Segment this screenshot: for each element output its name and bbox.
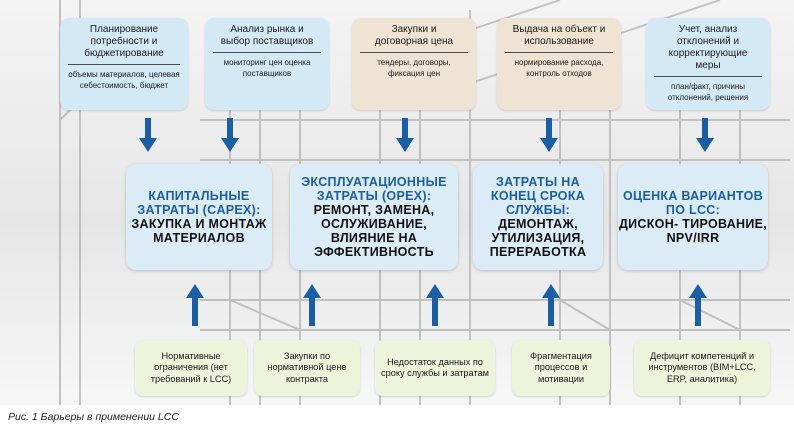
down-arrow-icon — [696, 118, 714, 152]
cost-box-capex: КАПИТАЛЬНЫЕ ЗАТРАТЫ (CAPEX): ЗАКУПКА И М… — [126, 164, 272, 270]
cost-heading: КАПИТАЛЬНЫЕ ЗАТРАТЫ (CAPEX): — [137, 189, 261, 217]
cost-heading: ЭКСПЛУАТАЦИОННЫЕ ЗАТРАТЫ (OPEX): — [301, 175, 447, 203]
up-arrow-icon — [689, 284, 707, 326]
cost-body: ДИСКОН- ТИРОВАНИЕ, NPV/IRR — [618, 217, 768, 245]
down-arrow-icon — [221, 118, 239, 152]
cost-heading: ОЦЕНКА ВАРИАНТОВ ПО LCC: — [622, 189, 764, 217]
up-arrow-icon — [426, 284, 444, 326]
down-arrow-icon — [139, 118, 157, 152]
cost-body: ЗАКУПКА И МОНТАЖ МАТЕРИАЛОВ — [131, 217, 267, 245]
cost-body: ДЕМОНТАЖ, УТИЛИЗАЦИЯ, ПЕРЕРАБОТКА — [489, 217, 587, 259]
down-arrow-icon — [396, 118, 414, 152]
up-arrow-icon — [542, 284, 560, 326]
process-details: план/факт, причины отклонений, решения — [667, 82, 749, 102]
barrier-box: Закупки по нормативной цене контракта — [254, 340, 360, 396]
process-box-accounting: Учет, анализ отклонений и корректирующие… — [646, 18, 770, 110]
process-box-procurement: Закупки и договорная цена тендеры, догов… — [352, 18, 476, 110]
process-title: Анализ рынка и выбор поставщиков — [213, 18, 321, 53]
cost-heading: ЗАТРАТЫ НА КОНЕЦ СРОКА СЛУЖБЫ: — [490, 175, 586, 217]
figure-caption: Рис. 1 Барьеры в применении LCC — [8, 411, 179, 423]
process-details: объемы материалов, целевая себестоимость… — [68, 70, 180, 90]
process-details: нормирование расхода, контроль отходов — [514, 58, 604, 78]
barrier-box: Дефицит компетенций и инструментов (BIM+… — [634, 340, 770, 396]
process-title: Выдача на объект и использование — [505, 18, 613, 53]
barrier-box: Фрагментация процессов и мотивации — [512, 340, 610, 396]
barrier-box: Нормативные ограничения (нет требований … — [135, 340, 247, 396]
up-arrow-icon — [186, 284, 204, 326]
cost-body: РЕМОНТ, ЗАМЕНА, ОСЛУЖИВАНИЕ, ВЛИЯНИЕ НА … — [313, 203, 435, 259]
up-arrow-icon — [303, 284, 321, 326]
process-details: тендеры, договоры, фиксация цен — [377, 58, 451, 78]
process-box-market-analysis: Анализ рынка и выбор поставщиков монитор… — [205, 18, 329, 110]
cost-box-lcc-evaluation: ОЦЕНКА ВАРИАНТОВ ПО LCC: ДИСКОН- ТИРОВАН… — [618, 164, 768, 270]
process-title: Закупки и договорная цена — [360, 18, 468, 53]
process-box-planning: Планирование потребности и бюджетировани… — [60, 18, 188, 110]
cost-box-end-of-life: ЗАТРАТЫ НА КОНЕЦ СРОКА СЛУЖБЫ: ДЕМОНТАЖ,… — [473, 164, 603, 270]
cost-box-opex: ЭКСПЛУАТАЦИОННЫЕ ЗАТРАТЫ (OPEX): РЕМОНТ,… — [290, 164, 458, 270]
process-box-site-issue: Выдача на объект и использование нормиро… — [497, 18, 621, 110]
process-details: мониторинг цен оценка поставщиков — [223, 58, 311, 78]
process-title: Учет, анализ отклонений и корректирующие… — [654, 18, 762, 77]
barrier-box: Недостаток данных по сроку службы и затр… — [375, 340, 495, 396]
down-arrow-icon — [540, 118, 558, 152]
process-title: Планирование потребности и бюджетировани… — [68, 18, 180, 65]
